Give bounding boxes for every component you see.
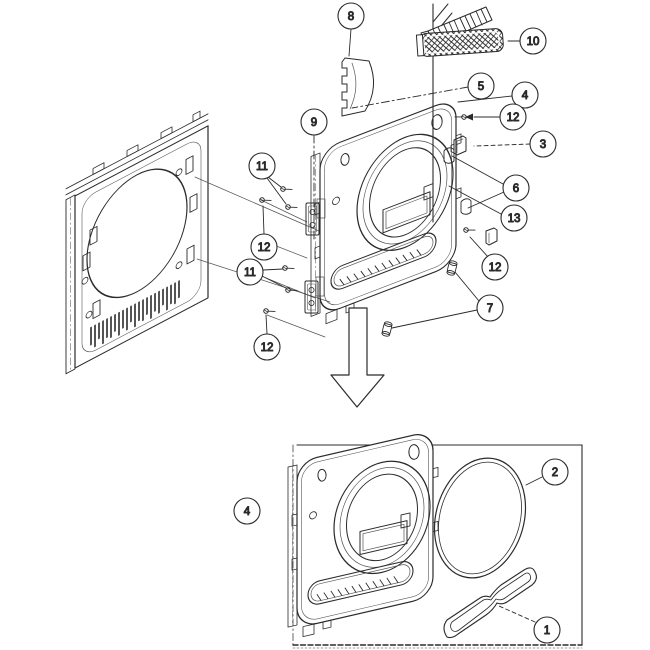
leader-2 bbox=[525, 476, 543, 486]
leader-12a-arrowhead bbox=[465, 113, 473, 121]
callout-number: 3 bbox=[540, 139, 546, 151]
callout-number: 7 bbox=[487, 303, 493, 315]
inner-door-panel bbox=[310, 95, 462, 331]
inset-box bbox=[292, 444, 583, 649]
callout-balloon-11: 11 bbox=[248, 152, 276, 180]
leader-11b-2 bbox=[261, 275, 287, 289]
callout-number: 8 bbox=[348, 11, 354, 23]
leader-8 bbox=[348, 28, 352, 57]
callout-balloon-8: 8 bbox=[337, 2, 365, 30]
vent-slats bbox=[90, 280, 180, 348]
clip-part-12-lower bbox=[485, 227, 498, 246]
callout-balloon-12: 12 bbox=[481, 253, 509, 281]
callout-balloon-12: 12 bbox=[250, 233, 278, 261]
mounting-bracket bbox=[341, 57, 374, 117]
assembly-direction-arrow bbox=[330, 307, 385, 408]
callout-number: 4 bbox=[244, 506, 251, 518]
callout-number: 13 bbox=[508, 213, 521, 225]
callout-balloon-4: 4 bbox=[511, 81, 539, 109]
callout-balloon-7: 7 bbox=[476, 294, 504, 322]
callout-number: 9 bbox=[311, 117, 317, 129]
callout-number: 1 bbox=[544, 625, 550, 637]
leader-7b bbox=[391, 309, 478, 329]
callout-balloon-10: 10 bbox=[519, 27, 547, 55]
leader-13 bbox=[448, 185, 502, 215]
latch-hook-lower bbox=[460, 198, 472, 215]
leader-11a-2 bbox=[266, 177, 287, 205]
leader-6a bbox=[451, 155, 504, 185]
latch-hook-upper bbox=[443, 147, 455, 164]
callout-balloon-12: 12 bbox=[253, 333, 281, 361]
callout-balloon-13: 13 bbox=[500, 204, 528, 232]
leader-12c bbox=[262, 205, 265, 235]
callout-balloon-2: 2 bbox=[541, 458, 569, 486]
leader-6b bbox=[467, 191, 505, 209]
callout-number: 12 bbox=[258, 242, 271, 254]
clip-part-3 bbox=[450, 135, 467, 156]
leader-4 bbox=[457, 95, 513, 103]
leader-3 bbox=[473, 143, 531, 147]
leader-7a bbox=[454, 271, 480, 302]
leader-11a-1 bbox=[267, 176, 282, 188]
callout-number: 12 bbox=[489, 262, 502, 274]
lint-screen-grille bbox=[415, 6, 504, 57]
callout-number: 5 bbox=[478, 81, 484, 93]
leader-lines bbox=[261, 28, 543, 623]
callout-number: 10 bbox=[527, 36, 540, 48]
callout-number: 4 bbox=[522, 90, 529, 102]
callout-balloon-9: 9 bbox=[300, 108, 328, 136]
callout-number: 11 bbox=[256, 161, 268, 173]
alignment-lines bbox=[194, 176, 331, 338]
leader-12d bbox=[265, 314, 268, 335]
callout-balloon-3: 3 bbox=[529, 130, 557, 158]
front-panel bbox=[65, 110, 209, 375]
callout-balloon-1: 1 bbox=[533, 616, 561, 644]
bottom-seal bbox=[443, 567, 538, 639]
callout-balloon-5: 5 bbox=[467, 72, 495, 100]
callout-balloon-12: 12 bbox=[499, 103, 527, 131]
door-seal-oval bbox=[433, 457, 527, 579]
hinge-upper bbox=[305, 198, 326, 236]
callout-balloon-6: 6 bbox=[502, 174, 530, 202]
leader-11b-1 bbox=[262, 268, 284, 271]
leader-5 bbox=[351, 86, 469, 109]
callout-number: 6 bbox=[513, 183, 519, 195]
callout-number: 12 bbox=[261, 342, 274, 354]
callout-number: 11 bbox=[244, 267, 256, 279]
right-screws bbox=[454, 112, 476, 235]
leader-1 bbox=[498, 605, 536, 623]
callout-balloon-11: 11 bbox=[236, 258, 264, 286]
leader-12b bbox=[469, 236, 490, 259]
callout-number: 2 bbox=[552, 467, 558, 479]
callout-balloon-4: 4 bbox=[233, 497, 261, 525]
door-plugs bbox=[380, 259, 459, 338]
callout-number: 12 bbox=[507, 112, 520, 124]
inset-door-panel bbox=[287, 428, 439, 641]
